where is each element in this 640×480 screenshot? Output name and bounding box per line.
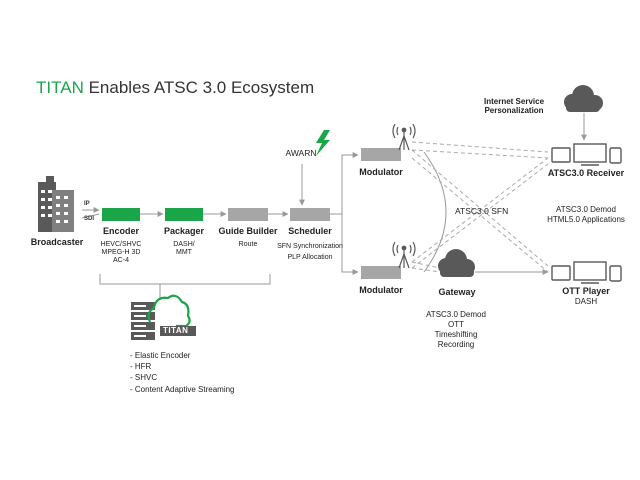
ott-player-detail: DASH — [574, 297, 598, 306]
receiver-label: ATSC3.0 Receiver — [547, 168, 625, 178]
guide-builder-details: Route — [239, 241, 258, 249]
internet-label-line1: Internet Service — [483, 97, 545, 106]
modulator-top-box — [361, 148, 401, 161]
gateway-detail: Timeshifting — [434, 330, 478, 339]
page-title: TITAN Enables ATSC 3.0 Ecosystem — [36, 78, 314, 98]
encoder-detail: AC-4 — [113, 257, 129, 265]
antenna-bottom-icon — [392, 241, 416, 269]
guide-builder-box — [228, 208, 268, 221]
encoder-label: Encoder — [102, 226, 140, 236]
cloud-icon-gateway — [438, 249, 475, 277]
scheduler-detail: PLP Allocation — [287, 254, 333, 262]
gateway-detail: ATSC3.0 Demod — [426, 310, 486, 319]
scheduler-detail: SFN Synchronization — [277, 243, 343, 250]
encoder-box — [102, 208, 140, 221]
gateway-details: ATSC3.0 Demod OTT Timeshifting Recording — [426, 310, 486, 350]
encoder-detail: MPEG-H 3D — [101, 249, 141, 257]
receiver-devices-icon — [551, 143, 622, 166]
packager-label: Packager — [163, 226, 205, 236]
title-brand: TITAN — [36, 78, 84, 97]
titan-server-icon — [131, 302, 155, 340]
ott-devices-icon — [551, 261, 622, 284]
features-list: - Elastic Encoder - HFR - SHVC - Content… — [130, 350, 235, 395]
ott-player-details: DASH — [575, 297, 597, 306]
scheduler-details: SFN Synchronization PLP Allocation — [277, 241, 343, 263]
titan-logo-text: TITAN — [163, 326, 189, 335]
modulator-top-label: Modulator — [359, 167, 403, 177]
sfn-arc — [423, 151, 447, 273]
ip-label: IP — [84, 201, 90, 207]
feature-item: - Content Adaptive Streaming — [130, 384, 235, 394]
awarn-label: AWARN — [285, 148, 317, 158]
internet-label-line2: Personalization — [484, 106, 544, 116]
titan-logo-plate — [160, 326, 196, 336]
internet-label: Internet Service Personalization — [484, 97, 544, 115]
scheduler-label: Scheduler — [288, 226, 332, 236]
modulator-bottom-box — [361, 266, 401, 279]
broadcaster-label: Broadcaster — [30, 237, 84, 247]
packager-box — [165, 208, 203, 221]
sfn-label: ATSC3.0 SFN — [455, 206, 509, 216]
encoder-detail: HEVC/SHVC — [100, 241, 142, 248]
packager-detail: MMT — [176, 249, 192, 257]
scheduler-box — [290, 208, 330, 221]
broadcast-lines — [411, 141, 549, 273]
titan-bracket — [99, 274, 271, 285]
feature-item: - HFR — [130, 362, 152, 372]
gateway-detail: Recording — [437, 340, 475, 349]
feature-item: - Elastic Encoder — [130, 351, 191, 360]
packager-details: DASH/ MMT — [173, 241, 194, 257]
receiver-details: ATSC3.0 Demod HTML5.0 Applications — [547, 205, 625, 226]
feature-item: - SHVC — [130, 373, 158, 383]
lightning-icon — [316, 130, 330, 156]
receiver-detail: ATSC3.0 Demod — [556, 205, 616, 214]
gateway-label: Gateway — [438, 287, 476, 297]
title-rest: Enables ATSC 3.0 Ecosystem — [88, 78, 315, 97]
gateway-detail: OTT — [448, 320, 464, 329]
antenna-top-icon — [392, 123, 416, 151]
sdi-label: SDI — [84, 216, 95, 222]
receiver-detail: HTML5.0 Applications — [547, 215, 625, 225]
guide-builder-detail: Route — [238, 241, 258, 248]
titan-cloud-icon — [147, 294, 191, 328]
modulator-bottom-label: Modulator — [359, 285, 403, 295]
encoder-details: HEVC/SHVC MPEG-H 3D AC-4 — [101, 241, 142, 265]
cloud-icon-internet — [564, 85, 603, 112]
packager-detail: DASH/ — [173, 241, 195, 248]
building-icon — [38, 176, 74, 232]
ott-player-label: OTT Player — [562, 286, 610, 296]
guide-builder-label: Guide Builder — [218, 226, 278, 236]
sdi-arrow — [81, 213, 100, 219]
